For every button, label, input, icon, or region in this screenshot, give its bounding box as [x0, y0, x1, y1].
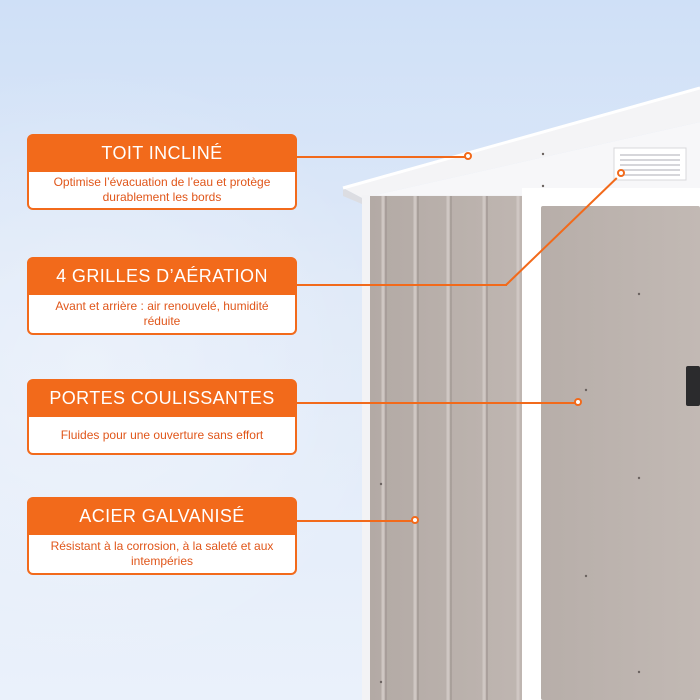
callout-title: PORTES COULISSANTES: [27, 379, 297, 417]
callout-galvanized-steel: ACIER GALVANISÉ Résistant à la corrosion…: [27, 497, 297, 575]
callout-title: TOIT INCLINÉ: [27, 134, 297, 172]
callout-description: Résistant à la corrosion, à la saleté et…: [27, 535, 297, 575]
callout-sloped-roof: TOIT INCLINÉ Optimise l’évacuation de l’…: [27, 134, 297, 210]
connector-steel: [297, 520, 415, 522]
connector-roof: [297, 156, 467, 158]
pointer-dot-doors: [574, 398, 582, 406]
corrugated-side-panel: [370, 196, 522, 700]
callout-description: Fluides pour une ouverture sans effort: [27, 417, 297, 455]
roof-edge: [343, 188, 362, 204]
door-handle: [686, 366, 700, 406]
callout-description: Avant et arrière : air renouvelé, humidi…: [27, 295, 297, 335]
panel-ribs: [381, 196, 520, 700]
callout-title: 4 GRILLES D’AÉRATION: [27, 257, 297, 295]
connector-vent-horizontal: [297, 284, 507, 286]
pointer-dot-steel: [411, 516, 419, 524]
callout-description: Optimise l’évacuation de l’eau et protèg…: [27, 172, 297, 210]
roof-panel: [343, 88, 700, 198]
pointer-dot-vent: [617, 169, 625, 177]
pointer-dot-roof: [464, 152, 472, 160]
callout-title: ACIER GALVANISÉ: [27, 497, 297, 535]
callout-ventilation: 4 GRILLES D’AÉRATION Avant et arrière : …: [27, 257, 297, 335]
sliding-door: [541, 206, 700, 700]
callout-sliding-doors: PORTES COULISSANTES Fluides pour une ouv…: [27, 379, 297, 455]
connector-doors: [297, 402, 577, 404]
